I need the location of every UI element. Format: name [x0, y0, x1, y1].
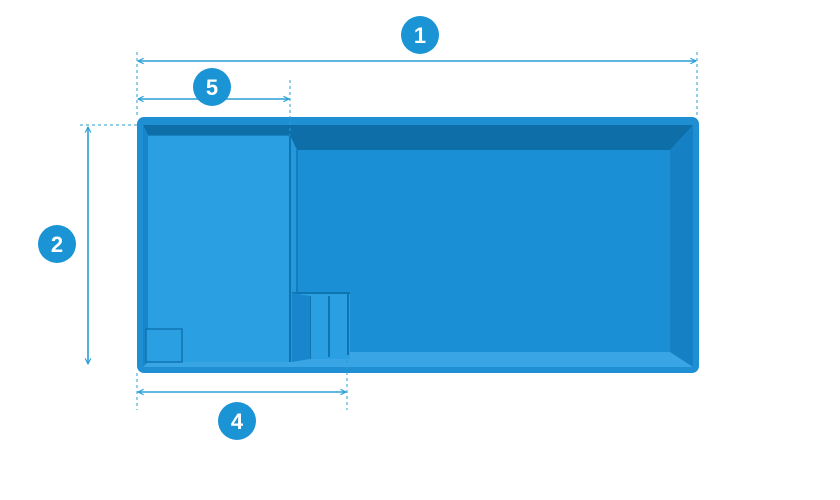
dimension-5: 5	[138, 68, 291, 135]
dimension-4-badge	[218, 402, 256, 440]
pool-shape	[137, 117, 699, 373]
pool-wall-top	[143, 125, 693, 150]
pool-wall-left	[143, 125, 148, 367]
pool-deep-floor	[297, 150, 670, 352]
pool-wall-right	[670, 125, 693, 367]
dimension-2-label: 2	[51, 232, 63, 257]
dimension-4-label: 4	[231, 409, 244, 434]
dimension-1-badge	[401, 16, 439, 54]
dimension-1: 1	[136, 16, 698, 118]
dimension-2: 2	[38, 124, 137, 364]
pool-steps	[292, 292, 350, 362]
dimension-1-label: 1	[414, 23, 426, 48]
pool-wall-bottom	[143, 352, 693, 367]
dimension-2-badge	[38, 225, 76, 263]
dimension-5-label: 5	[206, 75, 218, 100]
pool-bench	[148, 135, 290, 362]
pool-corner-seat	[145, 328, 183, 363]
dimension-4: 4	[136, 360, 348, 440]
dimension-5-badge	[193, 68, 231, 106]
